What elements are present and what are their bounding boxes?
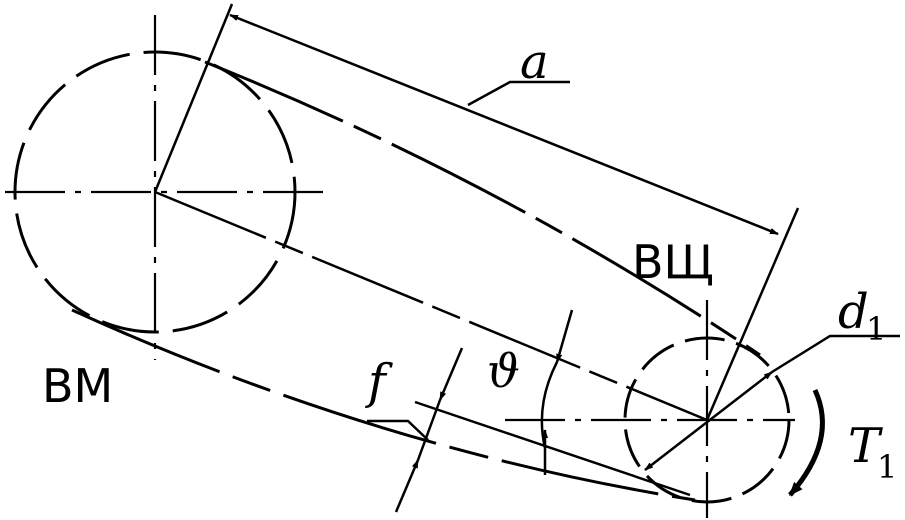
extension-line-motor	[153, 3, 234, 193]
rotation-arc	[788, 388, 825, 497]
label-angle: ϑ	[487, 344, 520, 398]
label-motor-pulley: ВМ	[42, 359, 113, 413]
label-tension-t: T	[848, 418, 883, 474]
leader-a	[467, 80, 570, 107]
belt-upper-branch	[204, 60, 761, 357]
label-diameter-d: d	[838, 284, 869, 340]
belt-lower-branch	[71, 308, 696, 502]
sag-arrow-top	[438, 347, 464, 401]
diameter-line	[644, 371, 773, 471]
label-tension-subscript: 1	[877, 448, 897, 486]
center-distance-dimension	[153, 3, 800, 421]
label-diameter-subscript: 1	[866, 310, 886, 348]
leader-f	[367, 419, 429, 441]
angle-arc	[540, 361, 559, 449]
sag-arrow-bottom	[394, 459, 420, 513]
label-shaft-pulley: ВЩ	[632, 235, 714, 289]
center-line	[154, 190, 708, 422]
angle-arrow-top	[555, 309, 574, 363]
sag-line	[416, 399, 442, 461]
shaft-pulley	[505, 300, 795, 518]
rotation-arrow	[788, 388, 825, 497]
sag-dimension	[367, 347, 464, 513]
leader-d1	[771, 334, 900, 374]
reference-line	[414, 400, 691, 497]
label-sag: f	[365, 354, 393, 410]
angle-dimension	[540, 309, 574, 475]
label-center-distance: a	[520, 34, 549, 90]
diameter-dimension	[644, 334, 900, 471]
motor-pulley	[5, 15, 330, 360]
dimension-line-a	[229, 13, 779, 236]
